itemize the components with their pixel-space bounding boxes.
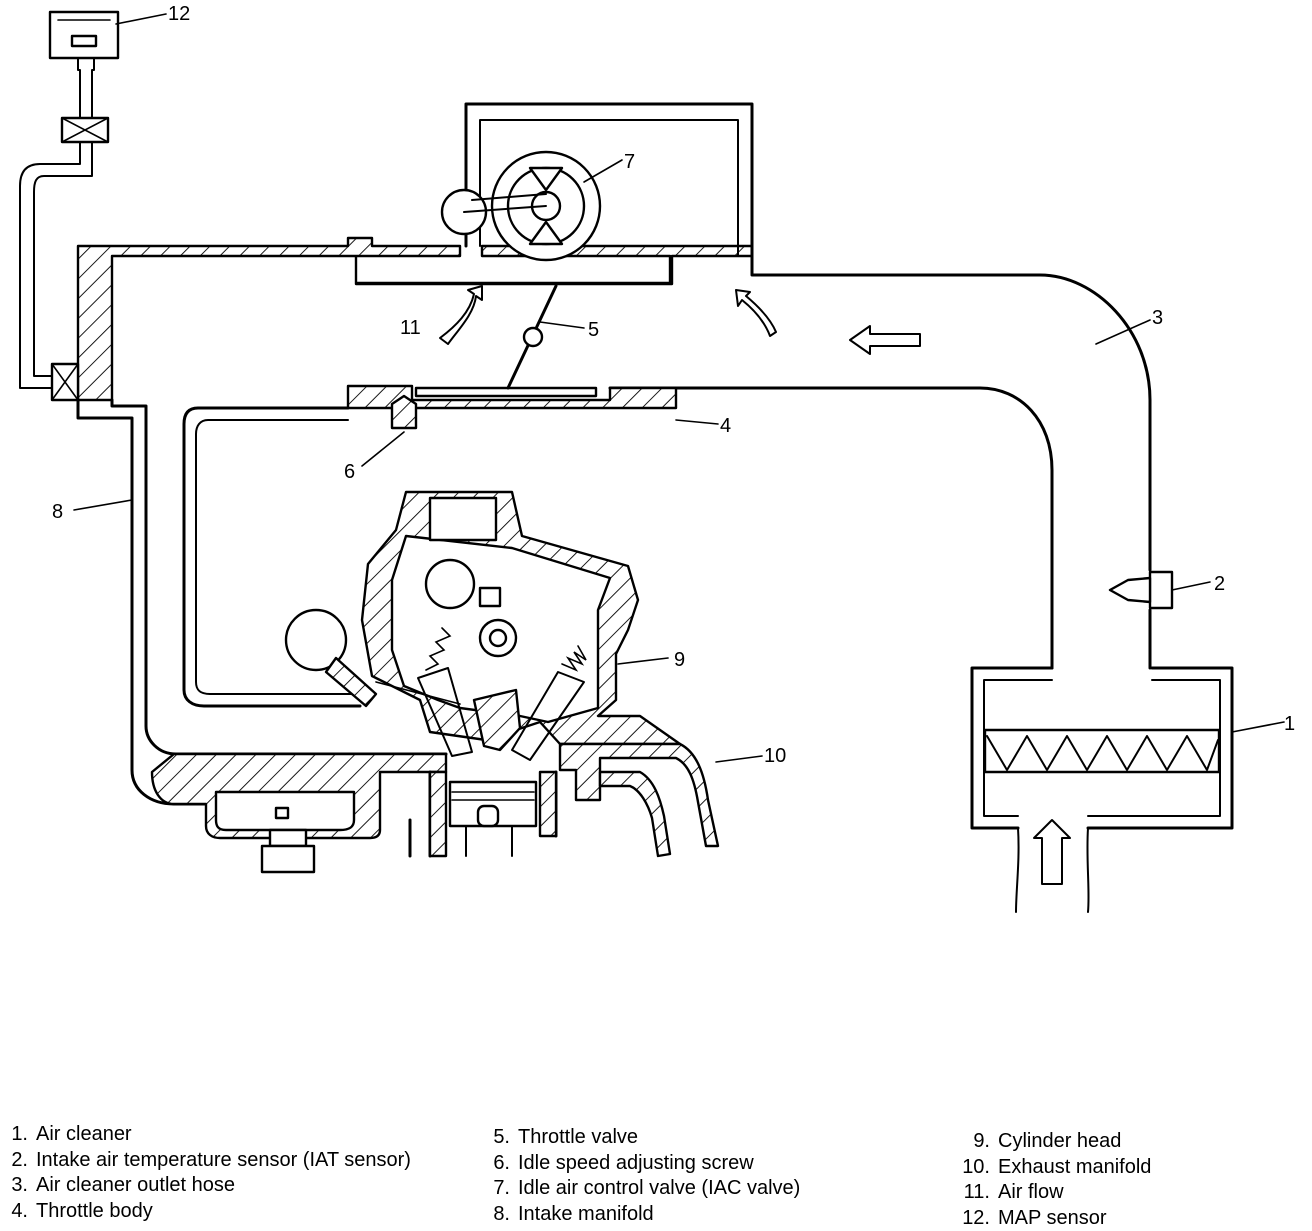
callout-9: 9 (674, 649, 685, 671)
legend-item-2: 2. Intake air temperature sensor (IAT sen… (6, 1148, 411, 1174)
legend-label: Idle speed adjusting screw (518, 1151, 754, 1177)
callout-10: 10 (764, 745, 786, 767)
callout-6: 6 (344, 461, 355, 483)
callout-12: 12 (168, 3, 190, 25)
legend-item-10: 10. Exhaust manifold (952, 1155, 1151, 1181)
legend-item-12: 12. MAP sensor (952, 1206, 1151, 1231)
callout-4: 4 (720, 415, 731, 437)
legend-item-11: 11. Air flow (952, 1180, 1151, 1206)
air-cleaner (972, 668, 1232, 912)
legend-number: 4. (6, 1199, 28, 1225)
iac-valve (442, 104, 752, 260)
legend-item-5: 5. Throttle valve (486, 1125, 800, 1151)
legend-number: 1. (6, 1122, 28, 1148)
callout-3: 3 (1152, 307, 1163, 329)
legend-item-4: 4. Throttle body (6, 1199, 411, 1225)
engine-block (410, 772, 556, 856)
callout-7: 7 (624, 151, 635, 173)
legend-label: Air cleaner outlet hose (36, 1173, 235, 1199)
legend-item-9: 9. Cylinder head (952, 1129, 1151, 1155)
intake-system-diagram: 1 2 3 4 5 6 7 8 9 10 11 12 (0, 0, 1312, 1110)
legend-label: Exhaust manifold (998, 1155, 1151, 1181)
callout-8: 8 (52, 501, 63, 523)
cylinder-head (286, 492, 680, 760)
iat-sensor (1110, 572, 1172, 608)
legend-number: 8. (486, 1202, 510, 1228)
legend-number: 10. (952, 1155, 990, 1181)
callout-5: 5 (588, 319, 599, 341)
legend-label: Air flow (998, 1180, 1064, 1206)
legend-item-3: 3. Air cleaner outlet hose (6, 1173, 411, 1199)
legend-item-7: 7. Idle air control valve (IAC valve) (486, 1176, 800, 1202)
legend-label: Idle air control valve (IAC valve) (518, 1176, 800, 1202)
callout-2: 2 (1214, 573, 1225, 595)
callout-numbers: 1 2 3 4 5 6 7 8 9 10 11 12 (52, 3, 1295, 767)
legend-number: 3. (6, 1173, 28, 1199)
legend-column-1: 1. Air cleaner 2. Intake air temperature s… (6, 1122, 411, 1224)
legend-label: Intake air temperature sensor (IAT senso… (36, 1148, 411, 1174)
legend-number: 2. (6, 1148, 28, 1174)
air-cleaner-outlet-hose (610, 256, 1150, 668)
legend-number: 7. (486, 1176, 510, 1202)
legend-label: Throttle valve (518, 1125, 638, 1151)
callout-11: 11 (400, 317, 421, 339)
throttle-valve (508, 286, 556, 388)
legend-label: MAP sensor (998, 1206, 1107, 1231)
legend-number: 11. (952, 1180, 990, 1206)
legend-label: Cylinder head (998, 1129, 1121, 1155)
legend-item-6: 6. Idle speed adjusting screw (486, 1151, 800, 1177)
legend-label: Air cleaner (36, 1122, 132, 1148)
callout-1: 1 (1284, 713, 1295, 735)
legend-column-2: 5. Throttle valve 6. Idle speed adjusting … (486, 1125, 800, 1227)
legend-number: 5. (486, 1125, 510, 1151)
legend-item-1: 1. Air cleaner (6, 1122, 411, 1148)
air-flow-arrows (440, 286, 776, 344)
exhaust-manifold (560, 744, 718, 856)
legend-column-3: 9. Cylinder head 10. Exhaust manifold 11. A… (952, 1129, 1151, 1231)
legend-item-8: 8. Intake manifold (486, 1202, 800, 1228)
legend-label: Throttle body (36, 1199, 153, 1225)
legend-number: 6. (486, 1151, 510, 1177)
legend-number: 9. (952, 1129, 990, 1155)
legend-number: 12. (952, 1206, 990, 1231)
legend-label: Intake manifold (518, 1202, 654, 1228)
